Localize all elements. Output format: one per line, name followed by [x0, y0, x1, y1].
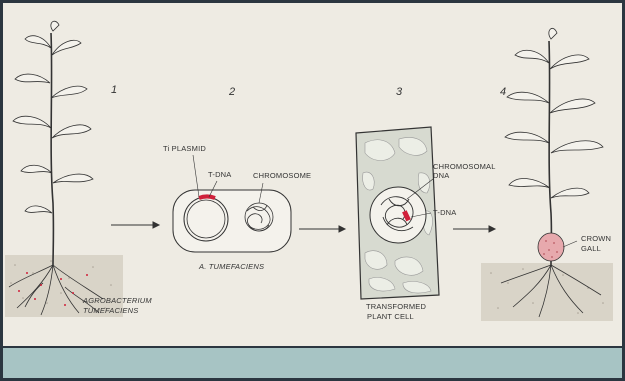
label-tumefaciens: TUMEFACIENS [83, 306, 138, 315]
diagram-figure: 1 2 3 4 AGROBACTERIUM TUMEFACIENS Ti PLA… [3, 3, 622, 346]
arrows [111, 222, 495, 232]
step-number-4: 4 [500, 86, 506, 98]
step-number-2: 2 [228, 86, 235, 98]
label-t-dna-cell: T-DNA [433, 208, 457, 217]
bacterium-cell [173, 190, 291, 252]
t-dna-segment [199, 196, 215, 198]
label-ti-plasmid: Ti PLASMID [163, 144, 206, 153]
step-number-1: 1 [111, 84, 117, 96]
step-number-3: 3 [396, 86, 403, 98]
plant-cell [356, 127, 439, 299]
label-dna: DNA [433, 171, 449, 180]
label-plant-cell: PLANT CELL [367, 312, 414, 321]
crown-gall [538, 233, 564, 261]
label-chromosome: CHROMOSOME [253, 171, 311, 180]
label-transformed: TRANSFORMED [366, 302, 426, 311]
label-chromosomal: CHROMOSOMAL [433, 162, 496, 171]
agrobacterium-transformation-diagram: 1 2 3 4 AGROBACTERIUM TUMEFACIENS Ti PLA… [3, 3, 622, 346]
label-t-dna: T-DNA [208, 170, 232, 179]
label-gall: GALL [581, 244, 601, 253]
label-agrobacterium: AGROBACTERIUM [82, 296, 152, 305]
label-crown: CROWN [581, 234, 611, 243]
label-a-tumefaciens: A. TUMEFACIENS [198, 262, 264, 271]
caption-bar [3, 348, 622, 378]
